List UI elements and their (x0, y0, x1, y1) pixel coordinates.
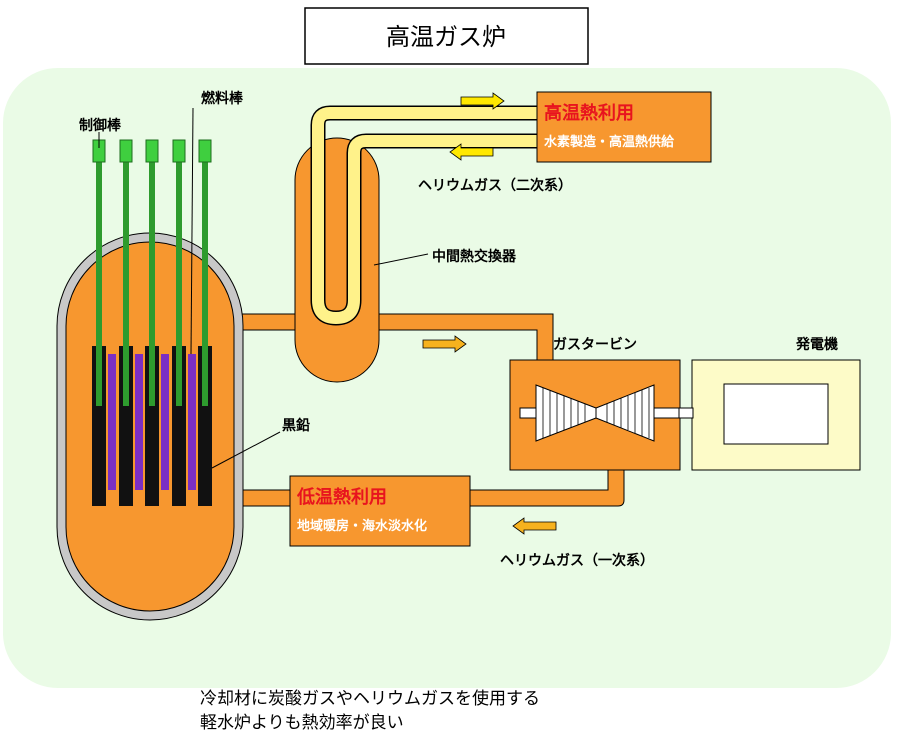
intermediate-heat-exchanger (294, 137, 380, 383)
page-title: 高温ガス炉 (386, 23, 506, 51)
control-rod-tip (145, 139, 159, 163)
heat-exchanger-leader (373, 253, 429, 266)
helium-primary-label: ヘリウムガス（一次系） (500, 552, 654, 569)
high-temp-use-title: 高温熱利用 (544, 102, 634, 124)
graphite-block (172, 346, 186, 506)
fuel-rod (188, 354, 196, 490)
graphite-leader (211, 431, 281, 469)
high-temp-use-subtitle: 水素製造・高温熱供給 (544, 134, 675, 150)
fuel-rod (108, 354, 116, 490)
arrow-left-icon (449, 143, 494, 161)
graphite-block (198, 346, 212, 506)
fuel-rods (108, 354, 196, 490)
arrow-right-icon (460, 92, 505, 110)
control-rod (96, 162, 102, 406)
low-temp-use-box (289, 475, 471, 547)
graphite-label: 黒鉛 (282, 417, 310, 434)
control-rods (92, 139, 212, 406)
generator-core (723, 383, 829, 445)
control-rod (123, 162, 129, 406)
title-box (304, 7, 589, 65)
control-rod-tip (172, 139, 186, 163)
flow-arrows (422, 92, 557, 535)
fuel-rod (135, 354, 143, 490)
arrow-left-icon (512, 517, 557, 535)
low-temp-use-title: 低温熱利用 (296, 486, 387, 508)
heat-exchanger-label: 中間熱交換器 (432, 248, 517, 265)
caption-line-2: 軽水炉よりも熱効率が良い (200, 713, 404, 733)
low-temp-use-subtitle: 地域暖房・海水淡水化 (297, 518, 427, 534)
control-rod-label: 制御棒 (79, 117, 122, 134)
fuel-rod (161, 354, 169, 490)
turbine-rotor (535, 384, 655, 442)
fuel-rod-leader (190, 107, 194, 355)
gas-turbine-label: ガスタービン (553, 337, 637, 353)
control-rod-tip (119, 139, 133, 163)
secondary-helium-loop-fill (312, 107, 537, 324)
turbine-shaft-link (678, 407, 694, 419)
fuel-rod-label: 燃料棒 (201, 90, 244, 107)
graphite-blocks (92, 346, 212, 506)
control-rod-tip (198, 139, 212, 163)
graphite-block (92, 346, 106, 506)
generator-label: 発電機 (795, 336, 838, 353)
graphite-block (145, 346, 159, 506)
arrow-right-icon (422, 335, 467, 353)
graphite-block (119, 346, 133, 506)
control-rod (176, 162, 182, 406)
helium-secondary-label: ヘリウムガス（二次系） (418, 177, 572, 194)
control-rod (202, 162, 208, 406)
high-temp-use-box (536, 91, 712, 163)
control-rod (149, 162, 155, 406)
caption-line-1: 冷却材に炭酸ガスやヘリウムガスを使用する (200, 688, 540, 709)
